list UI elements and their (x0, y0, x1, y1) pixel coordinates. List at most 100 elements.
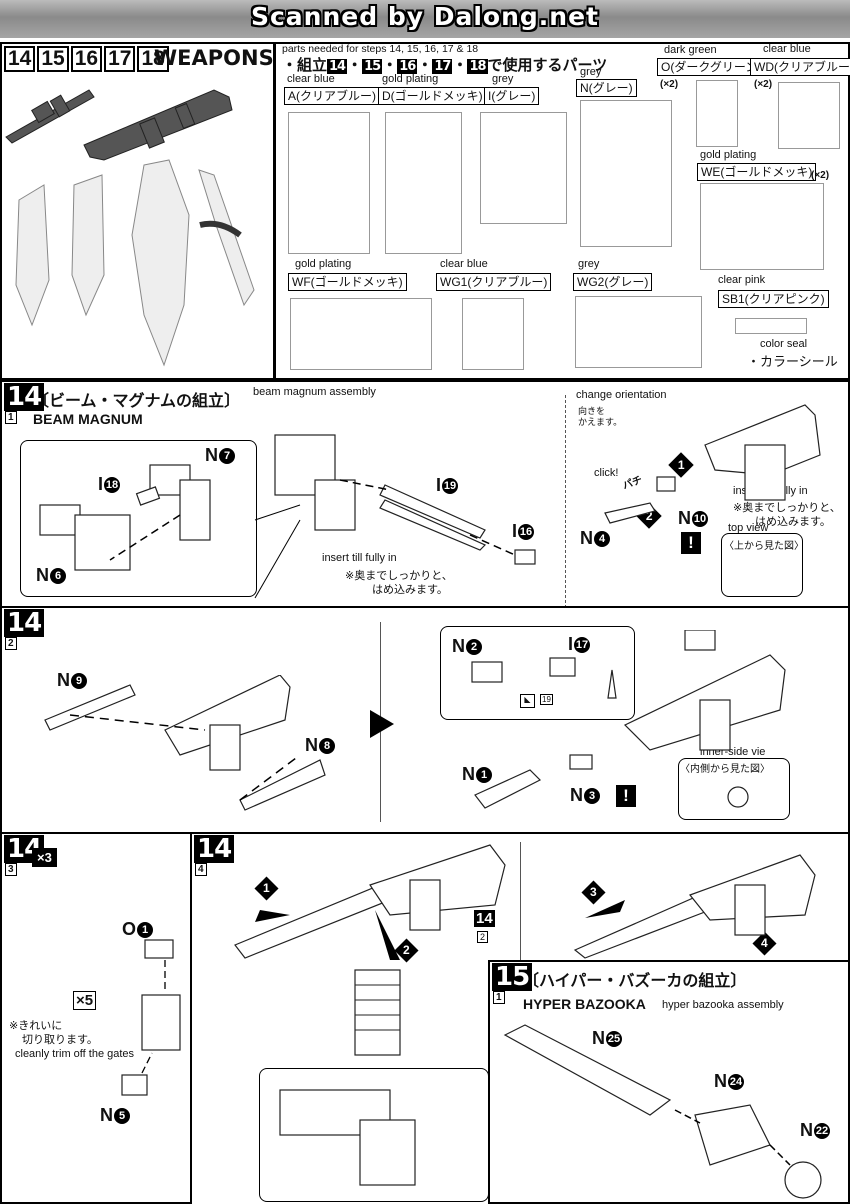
runner-wg1-label: WG1(クリアブルー) (436, 273, 552, 291)
part-n5-num: 5 (114, 1108, 130, 1124)
step14-1-insert-en: insert till fully in (322, 552, 397, 564)
part-i19-letter: I (436, 475, 442, 495)
step14-2-sub: 2 (5, 637, 17, 650)
change-orientation-jp-2: かえます。 (578, 417, 623, 427)
part-n2-num: 2 (466, 639, 482, 655)
scan-header-title: Scanned by Dalong.net (250, 2, 599, 31)
step14-4-number: 14 (194, 835, 235, 863)
runner-wd-label: WD(クリアブルー) (750, 58, 850, 76)
trim-jp-1: ※きれいに (9, 1020, 63, 1032)
part-o1-letter: O (122, 919, 137, 939)
step14-1-title-en: beam magnum assembly (253, 386, 376, 398)
runner-sb1-sketch (735, 318, 807, 334)
part-n3-num: 3 (584, 788, 600, 804)
jp-step-15: 15 (362, 59, 383, 74)
runner-wg2-sketch (575, 296, 702, 368)
runner-wg2-label: WG2(グレー) (573, 273, 653, 291)
step14-1-drawing (39, 434, 536, 599)
seal-ref-icon: ◣ (520, 694, 535, 708)
parts-needed-panel (274, 42, 850, 380)
runner-wd-sketch (778, 82, 840, 149)
part-n9-num: 9 (71, 673, 87, 689)
runner-sb1-label: SB1(クリアピンク) (718, 290, 829, 308)
step14-1-insert-jp-2: はめ込みます。 (372, 584, 448, 596)
step14-2-inset (440, 626, 635, 720)
runner-wd-color: clear blue (763, 43, 811, 55)
step14-3-times: ×3 (32, 848, 57, 867)
step14-1-sub: 1 (5, 411, 17, 424)
scan-header-bar (0, 0, 850, 38)
step14-2-drawing (44, 675, 326, 811)
inner-side-box (678, 758, 790, 820)
parts-needed-jp-suffix: で使用するパーツ (487, 57, 608, 74)
part-n6-num: 6 (50, 568, 66, 584)
step15-1-number: 15 (492, 963, 533, 991)
runner-we-qty: (×2) (811, 170, 830, 181)
step15-1-drawing (503, 1024, 822, 1199)
part-i18-num: 18 (104, 477, 121, 493)
runner-wd-qty: (×2) (754, 79, 773, 90)
part-n7-num: 7 (219, 448, 235, 464)
step14-1-right-drawing (604, 404, 821, 524)
jp-step-16: 16 (397, 59, 418, 74)
jp-step-14: 14 (327, 59, 348, 74)
runner-a-sketch (288, 112, 370, 254)
runner-we-label: WE(ゴールドメッキ) (697, 163, 817, 181)
runner-o-sketch (696, 80, 738, 147)
part-i16-letter: I (512, 521, 518, 541)
part-n4-letter: N (580, 528, 593, 548)
step-num-18: 18 (137, 46, 169, 72)
part-i16-num: 16 (518, 524, 535, 540)
change-orientation-jp-1: 向きを (578, 406, 606, 416)
runner-o-label: O(ダークグリーン) (657, 58, 766, 76)
runner-wf-sketch (290, 298, 432, 370)
step14-4-ref-sub: 2 (477, 931, 489, 943)
top-view-jp: 〈上から見た図〉 (724, 541, 804, 552)
runner-a-label: A(クリアブルー) (284, 87, 380, 105)
part-n5-letter: N (100, 1105, 113, 1125)
part-n24-num: 24 (728, 1074, 744, 1090)
jp-step-18: 18 (467, 59, 488, 74)
step14-3-panel (0, 832, 192, 1204)
runner-n-label: N(グレー) (576, 79, 637, 97)
step14-1-right-frame (565, 395, 850, 608)
parts-needed-en: parts needed for steps 14, 15, 16, 17 & … (282, 43, 479, 55)
runner-wg1-color: clear blue (440, 258, 488, 270)
part-n10-num: 10 (692, 511, 708, 527)
runner-wf-color: gold plating (295, 258, 352, 270)
part-n25-letter: N (592, 1028, 605, 1048)
step-num-17: 17 (104, 46, 136, 72)
runner-o-qty: (×2) (660, 79, 679, 90)
step-num-14: 14 (4, 46, 36, 72)
parts-needed-jp-prefix: ・組立 (282, 57, 328, 74)
part-n4-num: 4 (594, 531, 610, 547)
part-n3-letter: N (570, 785, 583, 805)
runner-a-color: clear blue (287, 73, 335, 85)
runner-n-sketch (580, 100, 672, 247)
step-num-16: 16 (70, 46, 103, 72)
step14-1-title-jp: 〔ビーム・マグナムの組立〕 (33, 393, 241, 410)
runner-sb1-color: clear pink (718, 274, 766, 286)
runner-wg2-color: grey (578, 258, 600, 270)
step14-4-inset-drawing (279, 1089, 416, 1186)
step14-1-name: BEAM MAGNUM (33, 411, 143, 427)
step14-3-times5: ×5 (73, 991, 97, 1010)
part-n6-letter: N (36, 565, 49, 585)
weapons-illustration (5, 89, 255, 367)
step14-4-drawing (234, 844, 816, 960)
part-n9-letter: N (57, 670, 70, 690)
part-n1-num: 1 (476, 767, 492, 783)
runner-i-color: grey (492, 73, 514, 85)
runner-d-label: D(ゴールドメッキ) (378, 87, 487, 105)
